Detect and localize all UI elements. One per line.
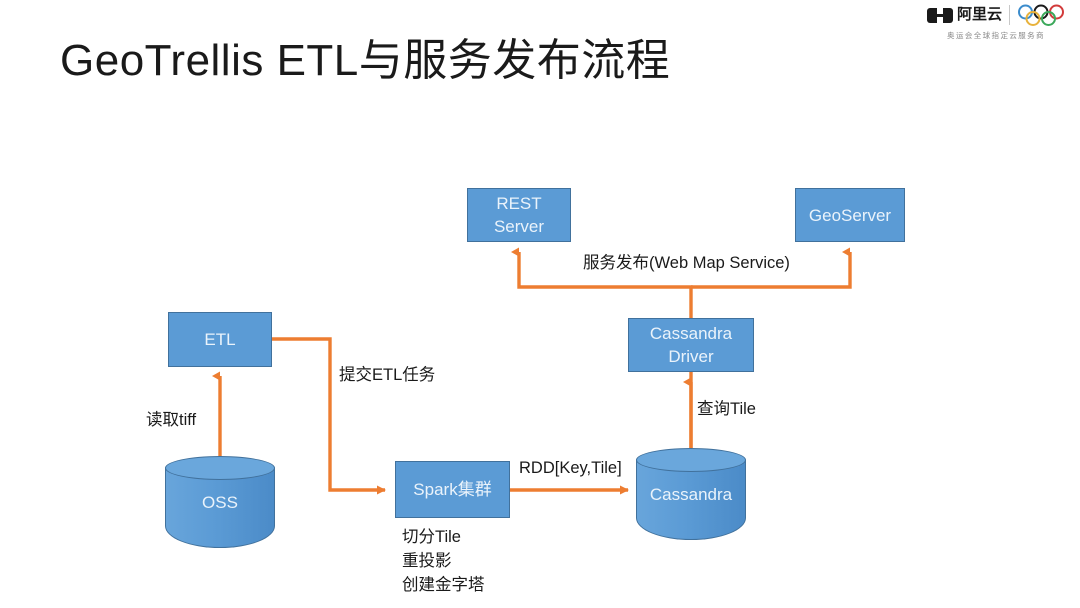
logo-divider <box>1009 5 1010 25</box>
node-spark-cluster-label: Spark集群 <box>413 480 492 499</box>
spark-notes-list: 切分Tile 重投影 创建金字塔 <box>402 525 485 597</box>
brand-logo: 阿里云 奥运会全球指定云服务商 <box>920 3 1072 43</box>
edge-label-submit-etl: 提交ETL任务 <box>339 366 436 384</box>
oss-cylinder-body <box>165 468 275 548</box>
node-spark-cluster[interactable]: Spark集群 <box>395 461 510 518</box>
node-cassandra-label: Cassandra <box>649 485 733 504</box>
edge-label-publish: 服务发布(Web Map Service) <box>583 254 790 272</box>
node-cassandra-driver-label: Cassandra Driver <box>649 324 733 366</box>
alibaba-cloud-mark-icon <box>926 7 953 23</box>
node-cassandra-driver[interactable]: Cassandra Driver <box>628 318 754 372</box>
edge-label-rdd: RDD[Key,Tile] <box>519 459 622 477</box>
node-etl-label: ETL <box>204 330 236 349</box>
logo-row: 阿里云 <box>926 3 1065 27</box>
cassandra-cylinder-top <box>636 448 746 472</box>
olympic-rings-icon <box>1018 4 1064 26</box>
spark-note-item: 重投影 <box>402 552 452 570</box>
spark-note-item: 创建金字塔 <box>402 576 485 594</box>
arrow-etl-to-spark <box>272 337 386 495</box>
node-geoserver-label: GeoServer <box>808 205 892 225</box>
node-oss-label: OSS <box>202 493 238 512</box>
node-geoserver[interactable]: GeoServer <box>795 188 905 242</box>
brand-name: 阿里云 <box>956 6 1002 23</box>
node-rest-server-label: REST Server <box>493 194 545 236</box>
node-cassandra[interactable]: Cassandra <box>636 448 746 540</box>
node-etl[interactable]: ETL <box>168 312 272 367</box>
page-title: GeoTrellis ETL与服务发布流程 <box>60 36 671 85</box>
brand-tagline: 奥运会全球指定云服务商 <box>947 31 1045 40</box>
edge-label-query-tile: 查询Tile <box>697 400 756 418</box>
node-oss[interactable]: OSS <box>165 456 275 548</box>
spark-note-item: 切分Tile <box>402 528 461 546</box>
cassandra-cylinder-body <box>636 460 746 540</box>
oss-cylinder-top <box>165 456 275 480</box>
node-rest-server[interactable]: REST Server <box>467 188 571 242</box>
edge-label-read-tiff: 读取tiff <box>146 411 197 429</box>
